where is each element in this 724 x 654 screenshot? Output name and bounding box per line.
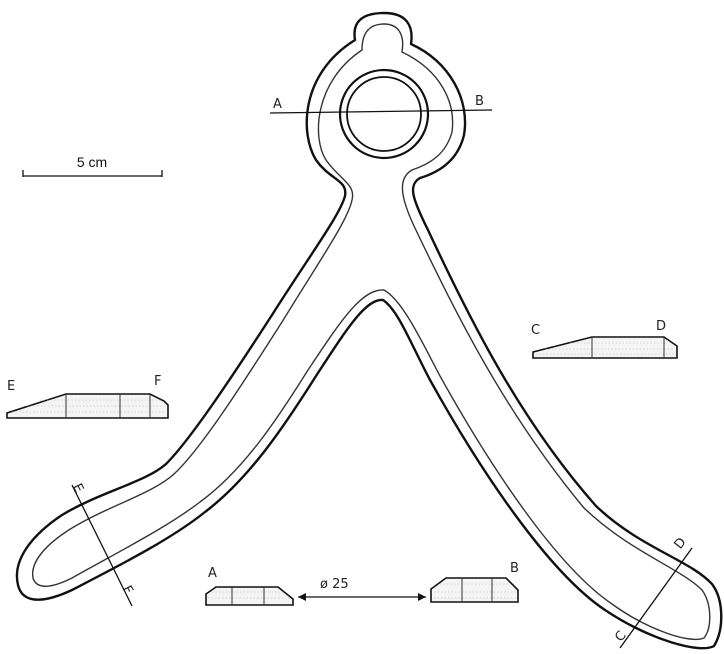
label-a-top: A xyxy=(273,97,282,112)
ring-outer xyxy=(338,68,430,160)
section-ef-label-left: E xyxy=(7,379,15,394)
label-c-right: C xyxy=(612,628,629,644)
label-b-top: B xyxy=(475,94,484,109)
section-b-label: B xyxy=(510,561,519,576)
label-e-left: E xyxy=(69,481,86,495)
diameter-dimension: ø 25 xyxy=(298,577,426,601)
cross-section-ef: E F xyxy=(6,374,169,419)
object-inner-outline xyxy=(31,23,711,641)
section-a-label: A xyxy=(208,566,217,581)
section-ef-label-right: F xyxy=(154,374,161,389)
object-outer-outline xyxy=(15,11,723,650)
section-cd-label-left: C xyxy=(531,323,540,338)
label-d-right: D xyxy=(672,535,690,552)
ring-inner xyxy=(346,76,422,152)
scale-bar-label: 5 cm xyxy=(77,154,107,170)
section-line-ef xyxy=(71,484,133,607)
section-line-ab xyxy=(269,109,493,114)
scale-bar: 5 cm xyxy=(22,154,163,177)
cross-section-b: B xyxy=(430,561,519,603)
section-cd-label-right: D xyxy=(656,319,666,334)
cross-section-a: A xyxy=(205,566,294,606)
section-line-cd xyxy=(619,547,693,649)
cross-section-cd: C D xyxy=(531,319,678,359)
diameter-label: ø 25 xyxy=(320,577,349,592)
